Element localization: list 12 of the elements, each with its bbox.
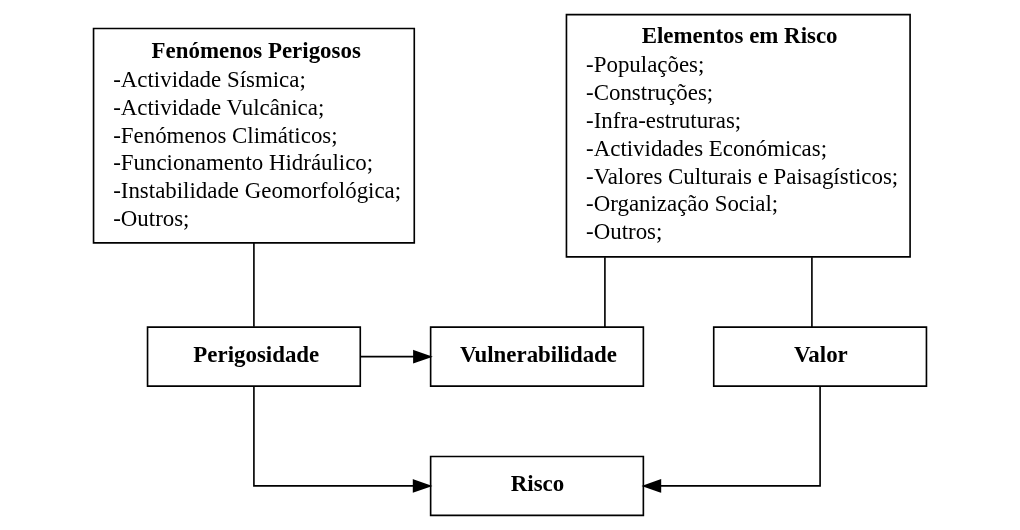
node-box: Elementos em Risco -Populações; -Construções; -Infra-estruturas; -Actividades Económicas; -Valores Culturais e Paisagísticos; -Organização Social; -Outros; (565, 13, 911, 258)
arrow (641, 385, 821, 493)
connector (253, 242, 255, 328)
node-box: Valor (712, 326, 928, 387)
node-box: Vulnerabilidade (429, 326, 645, 387)
node-box: Fenómenos Perigosos -Actividade Sísmica; -Actividade Vulcânica; -Fenómenos Climáticos; -Funcionamento Hidráulico; -Instabilidade Geomorfológica; -Outros; (92, 27, 416, 244)
arrow (253, 385, 433, 493)
connector (811, 256, 813, 328)
node-box: Risco (429, 455, 645, 517)
arrow (360, 349, 433, 364)
node-box: Perigosidade (146, 326, 362, 387)
connector (604, 256, 606, 328)
